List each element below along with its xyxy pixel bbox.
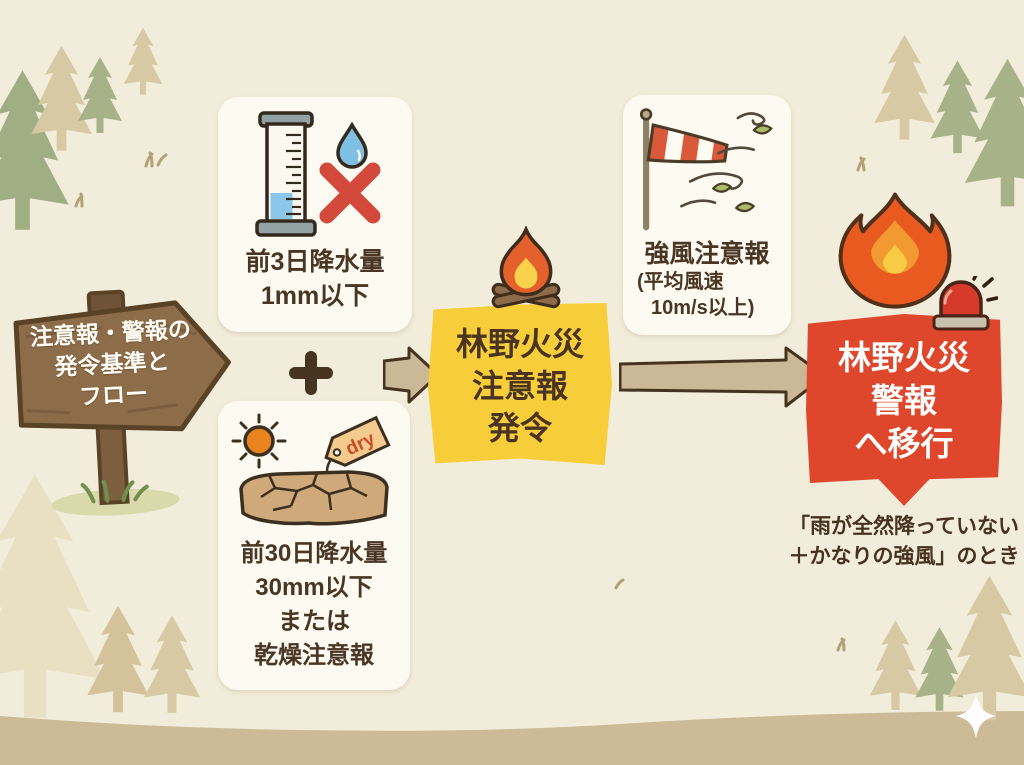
card-rain30-line: 乾燥注意報 (253, 642, 374, 669)
card-rain30-text: 前30日降水量 30mm以下 または 乾燥注意報 (241, 537, 388, 673)
pine-tree-icon (143, 615, 201, 713)
sign-grass-blades (80, 479, 149, 504)
warning-condition-caption: 「雨が全然降っていない ＋かなりの強風」のとき (786, 512, 1022, 572)
caption-line: 「雨が全然降っていない (789, 515, 1019, 538)
cracked-earth-icon: dry (231, 413, 391, 526)
card-rain3-text: 前3日降水量 1mm以下 (246, 245, 385, 313)
card-wind-sub-line: (平均風速 (637, 271, 724, 293)
pine-tree-icon (87, 605, 149, 713)
card-wind-sub-line: 10m/s以上) (651, 297, 755, 319)
caption-line: ＋かなりの強風」のとき (788, 545, 1020, 568)
pine-tree-icon (869, 620, 922, 711)
condition-card-rain-3day: 前3日降水量 1mm以下 (218, 97, 412, 332)
badge-warning-line: 警報 (871, 382, 937, 419)
card-wind-sub: (平均風速 10m/s以上) (623, 269, 754, 321)
pine-tree-icon (874, 34, 935, 140)
ground (0, 711, 1024, 765)
sign-title: 注意報・警報の 発令基準と フロー (24, 314, 201, 416)
badge-advisory-line: 林野火災 (455, 326, 584, 362)
raindrop-icon (336, 121, 368, 169)
rain-gauge-icon (255, 111, 381, 237)
badge-advisory-line: 注意報 (471, 368, 568, 404)
badge-forest-fire-warning: 林野火災 警報 へ移行 (806, 314, 1002, 506)
card-rain3-line: 1mm以下 (260, 282, 370, 310)
fire-icon (838, 192, 952, 309)
condition-card-strong-wind: 強風注意報 (平均風速 10m/s以上) (623, 95, 791, 335)
card-rain30-line: 前30日降水量 (240, 540, 388, 567)
siren-icon (932, 276, 998, 331)
sparkle-icon (956, 694, 996, 738)
arrow-right-icon (383, 346, 440, 404)
badge-advisory-line: 発令 (487, 410, 552, 446)
card-rain3-line: 前3日降水量 (245, 248, 385, 276)
grass-tuft-icon (74, 151, 866, 652)
sun-icon (231, 413, 287, 469)
sign-plank (13, 300, 231, 432)
dry-tag-icon: dry (324, 415, 391, 467)
badge-warning-line: 林野火災 (838, 339, 970, 376)
badge-warning-line: へ移行 (854, 425, 954, 462)
pine-tree-icon (123, 27, 163, 95)
card-rain30-line: または (277, 608, 350, 635)
pine-tree-icon (915, 627, 964, 711)
no-rain-x-icon (319, 162, 381, 224)
pine-tree-icon (947, 575, 1024, 721)
wind-swirl-icon (680, 112, 766, 208)
campfire-icon (491, 226, 561, 309)
arrow-right-icon (619, 346, 827, 408)
plus-operator-icon (289, 351, 333, 395)
badge-forest-fire-advisory: 林野火災 注意報 発令 (428, 303, 612, 465)
leaf-icon (712, 124, 773, 213)
condition-card-rain-30day: dry 前30日降水量 30mm以下 または 乾燥注意報 (218, 401, 410, 690)
card-rain30-line: 30mm以下 (255, 574, 373, 601)
card-wind-title: 強風注意報 (644, 240, 770, 268)
signpost-icon (13, 289, 231, 516)
windsock-icon (639, 108, 773, 231)
